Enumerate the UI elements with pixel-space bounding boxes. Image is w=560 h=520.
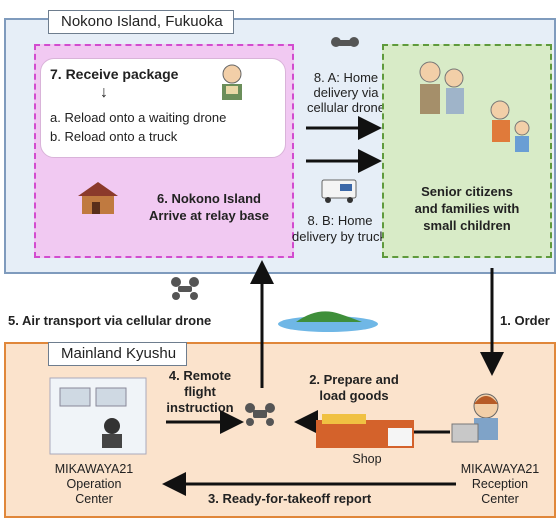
- operation-line3: Center: [75, 492, 113, 506]
- delivery-a-line2: delivery via: [313, 85, 379, 100]
- operation-line1: MIKAWAYA21: [54, 462, 134, 476]
- reception-line2: Reception: [471, 477, 529, 491]
- drone-icon-top: [331, 37, 359, 47]
- receive-package-box: [40, 58, 286, 158]
- step4-line2: flight: [184, 384, 216, 399]
- option-a-text: a. Reload onto a waiting drone: [50, 110, 227, 125]
- option-b-text: b. Reload onto a truck: [50, 129, 178, 144]
- truck-icon: [321, 179, 357, 203]
- shop-icon: [316, 414, 414, 448]
- arrive-line2: Arrive at relay base: [149, 208, 269, 223]
- senior-citizens-icon: [419, 61, 464, 114]
- operation-center-icon: [49, 377, 147, 455]
- mainland-title: Mainland Kyushu: [48, 342, 188, 366]
- step3-label: 3. Ready-for-takeoff report: [208, 491, 372, 506]
- arrive-line1: 6. Nokono Island: [156, 191, 261, 206]
- step5-label: 5. Air transport via cellular drone: [8, 313, 212, 328]
- customer-line2: and families with: [414, 201, 520, 216]
- drone-icon-mainland: [245, 403, 275, 426]
- reception-line1: MIKAWAYA21: [460, 462, 540, 476]
- island-title: Nokono Island, Fukuoka: [48, 10, 234, 34]
- delivery-a-line3: cellular drone: [306, 100, 386, 115]
- delivery-b-line2: delivery by truck: [292, 229, 386, 244]
- reception-operator-icon: [451, 393, 499, 443]
- operation-line2: Operation: [66, 477, 122, 491]
- customer-line3: small children: [423, 218, 511, 233]
- receive-package-title: 7. Receive package: [50, 66, 179, 82]
- drone-icon-air: [171, 277, 199, 300]
- step4-line1: 4. Remote: [168, 368, 232, 383]
- step2-line1: 2. Prepare and: [309, 372, 399, 387]
- island-illustration-icon: [278, 311, 378, 332]
- customer-line1: Senior citizens: [421, 184, 513, 199]
- relay-house-icon: [78, 182, 118, 214]
- customer-box: [382, 44, 552, 258]
- down-arrow-icon: ↓: [100, 84, 108, 101]
- step1-label: 1. Order: [500, 313, 550, 328]
- step2-line2: load goods: [319, 388, 389, 403]
- delivery-a-line1: 8. A: Home: [313, 70, 379, 85]
- family-children-icon: [490, 100, 530, 152]
- relay-worker-icon: [222, 64, 242, 100]
- delivery-b-line1: 8. B: Home: [307, 213, 373, 228]
- shop-label: Shop: [352, 452, 382, 466]
- reception-line3: Center: [481, 492, 519, 506]
- step4-line3: instruction: [166, 400, 234, 415]
